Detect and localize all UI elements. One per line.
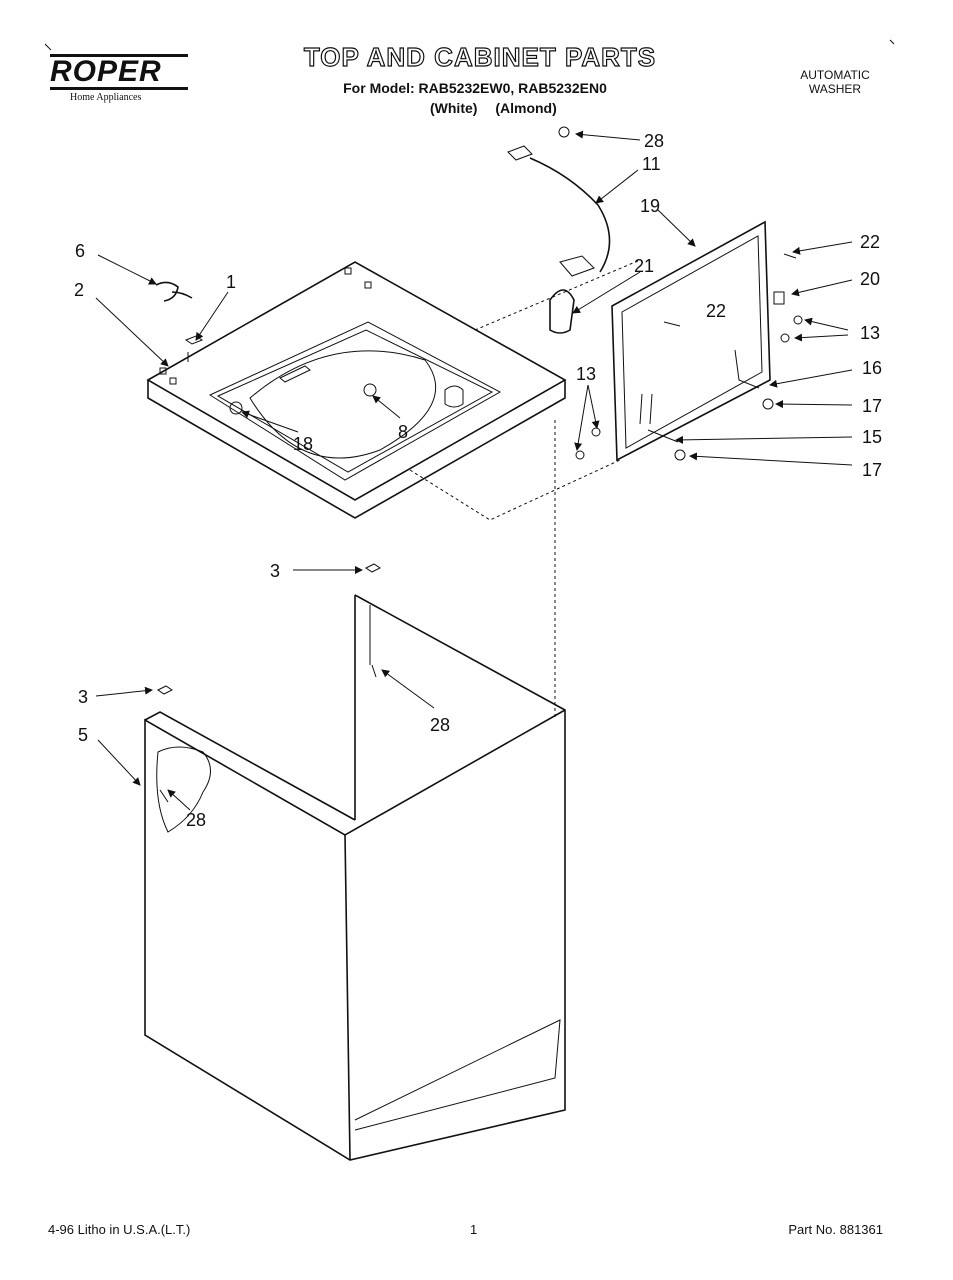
callout-28-top: 28 <box>644 131 664 151</box>
roper-logo: ROPER Home Appliances <box>50 48 200 106</box>
registration-marks <box>44 39 895 51</box>
callout-28-middle: 28 <box>430 715 450 735</box>
callout-22-inner: 22 <box>706 301 726 321</box>
page-title: TOP AND CABINET PARTS <box>303 41 657 72</box>
product-type-line1: AUTOMATIC <box>800 68 870 82</box>
callout-18: 18 <box>293 434 313 454</box>
bracket-part <box>365 563 381 573</box>
callout-1: 1 <box>226 272 236 292</box>
washer-cabinet <box>144 594 566 1161</box>
callout-5: 5 <box>78 725 88 745</box>
lid-actuator <box>549 289 575 334</box>
brand-name: ROPER <box>50 54 188 90</box>
leader-lines <box>95 130 853 811</box>
callout-11: 11 <box>642 154 661 174</box>
page-number: 1 <box>470 1222 478 1237</box>
lid-switch-harness <box>507 126 611 277</box>
washer-top-assembly <box>146 261 567 519</box>
print-info: 4-96 Litho in U.S.A.(L.T.) <box>48 1222 191 1237</box>
callout-16: 16 <box>862 358 882 378</box>
product-type-line2: WASHER <box>808 82 862 96</box>
product-type: AUTOMATIC WASHER <box>770 68 900 96</box>
callout-17-lower: 17 <box>862 460 882 480</box>
callout-6: 6 <box>75 241 85 261</box>
callout-22-right: 22 <box>860 232 880 252</box>
callout-28-lower: 28 <box>186 810 206 830</box>
callout-3-upper: 3 <box>270 561 280 581</box>
clip-part <box>155 281 193 302</box>
callout-3-lower: 3 <box>78 687 88 707</box>
callout-17-upper: 17 <box>862 396 882 416</box>
callout-2: 2 <box>74 280 84 300</box>
variant-white: (White) <box>430 100 478 116</box>
callout-21: 21 <box>634 256 654 276</box>
callout-8: 8 <box>398 422 408 442</box>
brand-tagline: Home Appliances <box>70 92 142 103</box>
lid-frame-assembly <box>575 220 803 462</box>
model-variants: (White) (Almond) <box>430 100 630 116</box>
callout-13-left: 13 <box>576 364 596 384</box>
callout-19: 19 <box>640 196 660 216</box>
variant-almond: (Almond) <box>495 100 557 116</box>
callout-15: 15 <box>862 427 882 447</box>
callout-20: 20 <box>860 269 880 289</box>
callout-13-right: 13 <box>860 323 880 343</box>
pad-part <box>184 335 204 362</box>
model-subtitle: For Model: RAB5232EW0, RAB5232EN0 <box>343 80 607 96</box>
bracket-part-lower <box>157 685 173 695</box>
part-number: Part No. 881361 <box>788 1222 883 1237</box>
